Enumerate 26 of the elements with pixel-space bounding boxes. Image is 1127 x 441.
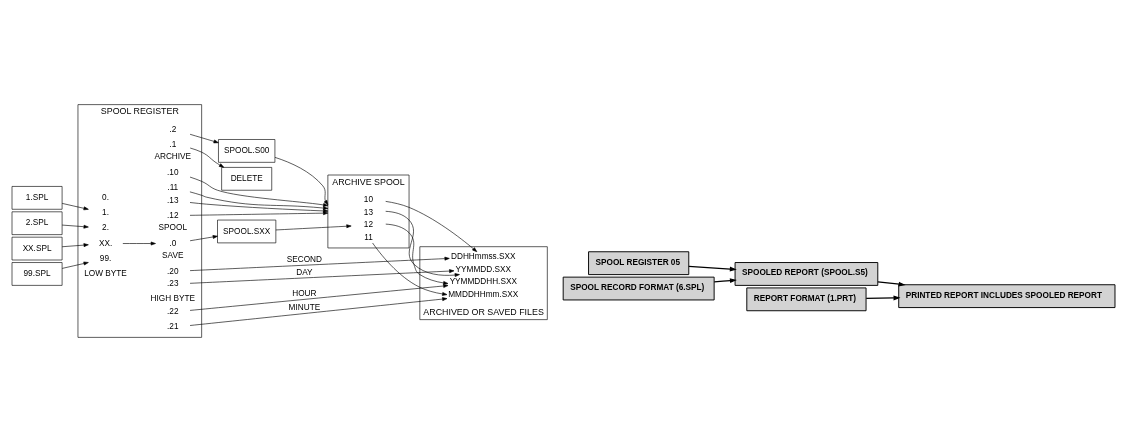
arrow — [385, 223, 449, 285]
arrow — [372, 242, 448, 296]
arrow — [189, 210, 329, 216]
arrow — [189, 256, 450, 271]
arrow — [713, 277, 737, 283]
arrow — [61, 224, 89, 229]
arrow — [189, 234, 218, 241]
arrow — [61, 202, 89, 210]
arrow — [189, 268, 455, 284]
arrow — [877, 280, 906, 287]
arrow — [385, 210, 460, 277]
arrow — [865, 295, 901, 300]
arrow — [385, 200, 478, 252]
arrow — [61, 242, 89, 247]
arrow — [189, 283, 449, 311]
arrow — [61, 261, 89, 269]
arrow — [189, 201, 329, 213]
arrow — [122, 241, 156, 245]
arrow — [274, 156, 329, 205]
arrow — [275, 223, 352, 230]
arrow — [189, 133, 219, 143]
arrow — [688, 265, 737, 271]
arrow — [189, 191, 329, 210]
arrow — [189, 147, 225, 168]
arrow — [189, 296, 448, 326]
arrow — [189, 176, 329, 207]
